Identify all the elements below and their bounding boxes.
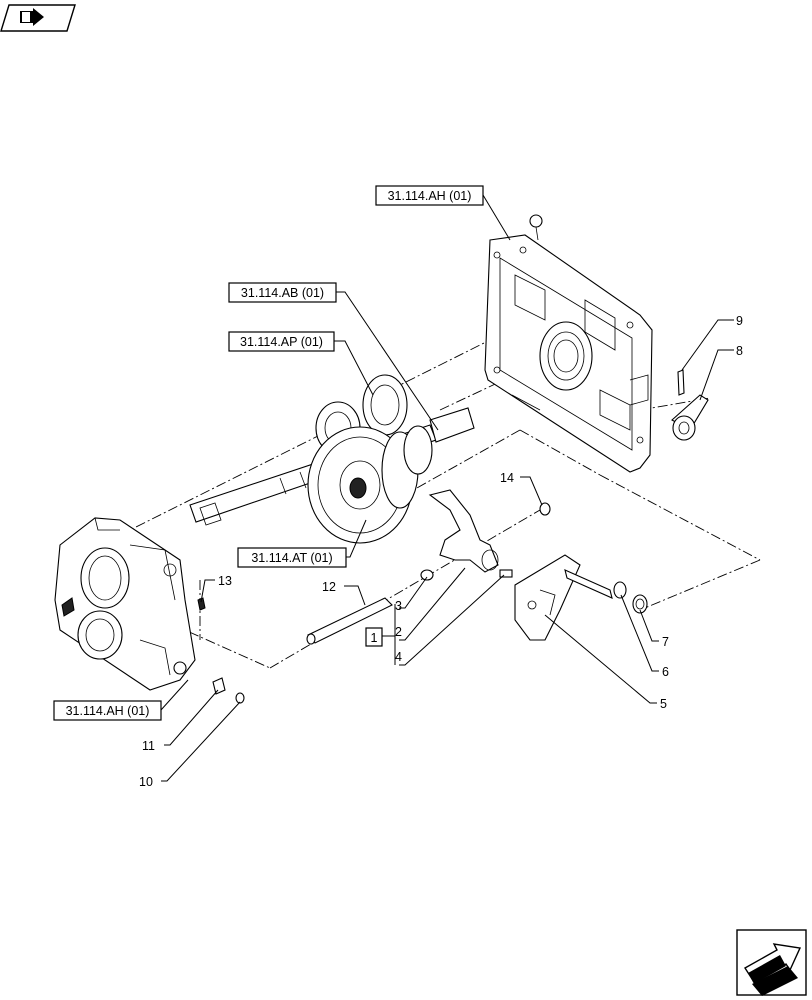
svg-text:31.114.AH (01): 31.114.AH (01) xyxy=(388,189,472,203)
leader-lines xyxy=(160,194,734,782)
ref-tag-shaft-ab[interactable]: 31.114.AB (01) xyxy=(228,282,337,303)
callout-6[interactable]: 6 xyxy=(662,665,669,679)
callout-4[interactable]: 4 xyxy=(395,650,402,664)
svg-text:31.114.AH (01): 31.114.AH (01) xyxy=(66,704,150,718)
callout-8[interactable]: 8 xyxy=(736,344,743,358)
housing-right xyxy=(484,214,653,473)
small-parts xyxy=(197,369,685,704)
callout-9[interactable]: 9 xyxy=(736,314,743,328)
ref-tag-gear-ap[interactable]: 31.114.AP (01) xyxy=(228,331,335,352)
callout-13[interactable]: 13 xyxy=(218,574,232,588)
callout-14[interactable]: 14 xyxy=(500,471,514,485)
svg-text:1: 1 xyxy=(371,631,378,645)
ref-tag-gear-at[interactable]: 31.114.AT (01) xyxy=(237,547,347,568)
lever-8 xyxy=(671,394,709,441)
callout-7[interactable]: 7 xyxy=(662,635,669,649)
book-arrow-icon[interactable] xyxy=(0,4,76,32)
washer-6 xyxy=(613,581,627,599)
callout-1[interactable]: 1 xyxy=(365,627,383,647)
svg-text:31.114.AT (01): 31.114.AT (01) xyxy=(251,551,332,565)
ref-tag-housing-top[interactable]: 31.114.AH (01) xyxy=(375,185,484,206)
pin-12 xyxy=(306,597,393,645)
navigation-arrow-icon[interactable] xyxy=(736,929,807,996)
callout-10[interactable]: 10 xyxy=(139,775,153,789)
shift-fork xyxy=(428,489,499,573)
callout-11[interactable]: 11 xyxy=(142,739,155,753)
svg-text:31.114.AP (01): 31.114.AP (01) xyxy=(240,335,323,349)
gear-cluster xyxy=(307,374,433,544)
ref-tag-housing-bottom[interactable]: 31.114.AH (01) xyxy=(53,700,162,721)
callout-3[interactable]: 3 xyxy=(395,599,402,613)
washer-7 xyxy=(632,594,648,614)
housing-left xyxy=(54,517,196,691)
callout-2[interactable]: 2 xyxy=(395,625,402,639)
plate-5 xyxy=(514,554,613,641)
svg-text:31.114.AB (01): 31.114.AB (01) xyxy=(241,286,324,300)
callout-12[interactable]: 12 xyxy=(322,580,336,594)
callout-5[interactable]: 5 xyxy=(660,697,667,711)
